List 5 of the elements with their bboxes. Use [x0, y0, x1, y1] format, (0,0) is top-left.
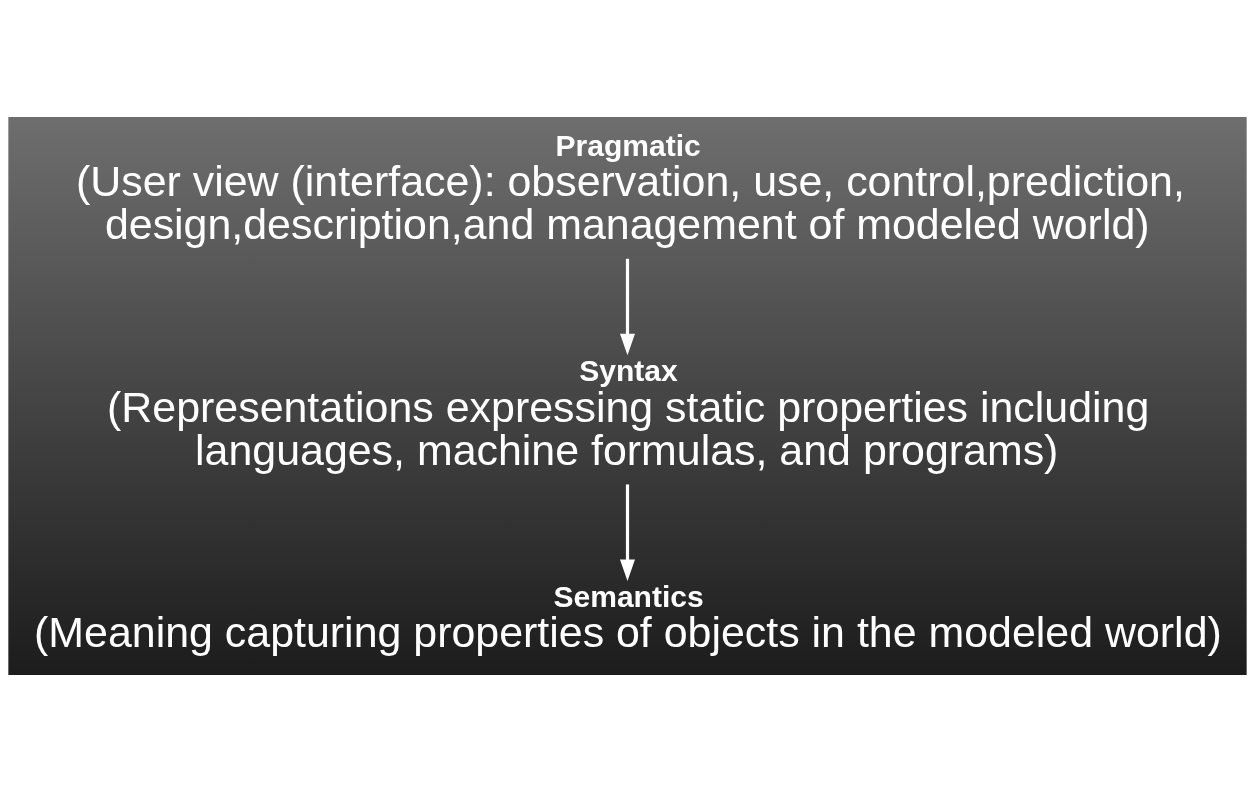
- node-text: Syntax (Representations expressing static properties including languages, machine formulas, and programs): [107, 354, 1150, 474]
- arrow: [619, 258, 636, 356]
- node-text: Semantics (Meaning capturing properties of objects in the modeled world): [34, 579, 1222, 657]
- arrow: [619, 484, 636, 581]
- node-text: Pragmatic (User view (interface): observation, use, control,prediction, design,description,and management of modeled world): [75, 129, 1185, 249]
